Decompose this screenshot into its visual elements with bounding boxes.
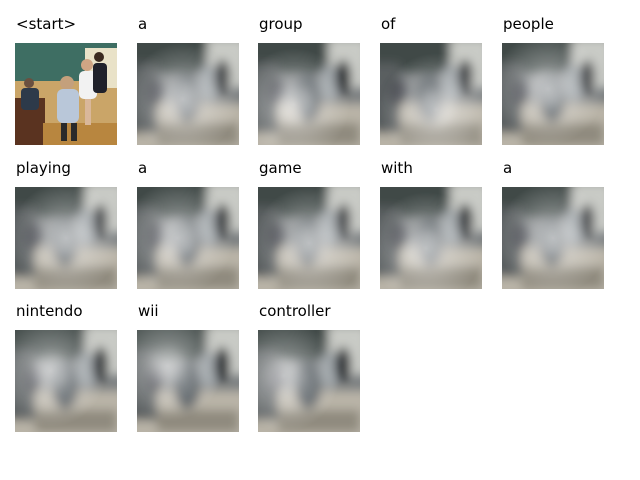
attention-map-image — [502, 187, 604, 289]
word-label: a — [503, 159, 513, 177]
attention-map-image — [380, 43, 482, 145]
attention-cell: wii — [137, 302, 241, 432]
attention-cell: <start> — [15, 15, 119, 145]
attention-cell: with — [380, 159, 484, 289]
attention-cell: game — [258, 159, 362, 289]
attention-cell: a — [137, 159, 241, 289]
attention-cell: nintendo — [15, 302, 119, 432]
attention-map-image — [137, 330, 239, 432]
attention-map-image — [137, 43, 239, 145]
word-label: of — [381, 15, 396, 33]
word-label: game — [259, 159, 302, 177]
attention-cell: people — [502, 15, 606, 145]
word-label: wii — [138, 302, 159, 320]
word-label: <start> — [16, 15, 77, 33]
attention-cell: a — [502, 159, 606, 289]
word-label: nintendo — [16, 302, 83, 320]
attention-map-image — [15, 187, 117, 289]
word-label: controller — [259, 302, 331, 320]
attention-cell: group — [258, 15, 362, 145]
attention-map-image — [15, 330, 117, 432]
word-label: a — [138, 15, 148, 33]
attention-cell: controller — [258, 302, 362, 432]
word-label: playing — [16, 159, 71, 177]
word-label: group — [259, 15, 303, 33]
attention-map-image — [258, 43, 360, 145]
photo-image — [15, 43, 117, 145]
attention-cell: playing — [15, 159, 119, 289]
word-label: people — [503, 15, 554, 33]
attention-map-image — [380, 187, 482, 289]
attention-map-image — [137, 187, 239, 289]
word-label: a — [138, 159, 148, 177]
attention-cell: of — [380, 15, 484, 145]
attention-map-image — [502, 43, 604, 145]
word-label: with — [381, 159, 413, 177]
attention-map-image — [258, 187, 360, 289]
attention-map-image — [258, 330, 360, 432]
attention-cell: a — [137, 15, 241, 145]
